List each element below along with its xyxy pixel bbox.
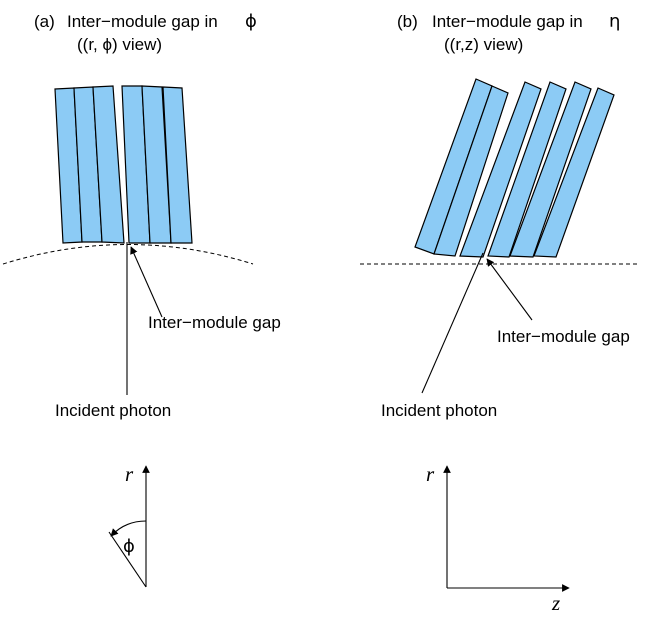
module: [433, 85, 509, 257]
panel-a-modules-right: [121, 85, 193, 244]
module: [162, 86, 193, 244]
panel-b-caption: Inter−module gap in: [432, 12, 583, 31]
panel-a: (a) Inter−module gap in ϕ ((r, ϕ) view) …: [2, 11, 281, 588]
panel-b-photon-line: [421, 252, 484, 394]
panel-a-caption: Inter−module gap in: [67, 12, 218, 31]
panel-a-view: ((r, ϕ) view): [77, 35, 162, 54]
panel-b-prefix: (b): [397, 12, 418, 31]
r-axis-label: r: [125, 462, 134, 486]
module: [509, 81, 592, 258]
panel-a-gap-pointer: [130, 246, 163, 318]
panel-b-photon-label: Incident photon: [381, 401, 497, 420]
panel-b-caption-symbol: η: [609, 11, 620, 32]
panel-a-prefix: (a): [34, 12, 55, 31]
module: [92, 85, 125, 244]
angle-ray: [108, 531, 147, 588]
angle-arc: [110, 520, 147, 537]
panel-a-caption-symbol: ϕ: [245, 11, 257, 32]
panel-b-gap-pointer: [486, 258, 533, 321]
panel-a-modules-left: [54, 85, 125, 244]
panel-a-gap-label: Inter−module gap: [148, 313, 281, 332]
panel-b-modules-left: [414, 78, 542, 258]
panel-a-axes: r ϕ: [108, 462, 150, 588]
module: [459, 81, 542, 258]
panel-b-modules-right: [487, 81, 615, 258]
panel-b-axes: r z: [426, 462, 570, 615]
panel-b-gap-label: Inter−module gap: [497, 327, 630, 346]
angle-label: ϕ: [123, 536, 135, 557]
z-axis-label: z: [551, 591, 560, 615]
panel-b-view: ((r,z) view): [444, 35, 523, 54]
panel-a-photon-label: Incident photon: [55, 401, 171, 420]
module: [487, 81, 567, 258]
r-axis-label: r: [426, 462, 435, 486]
module: [533, 87, 615, 258]
panel-a-front-face-arc: [2, 244, 254, 265]
panel-b: (b) Inter−module gap in η ((r,z) view) I…: [360, 11, 640, 615]
